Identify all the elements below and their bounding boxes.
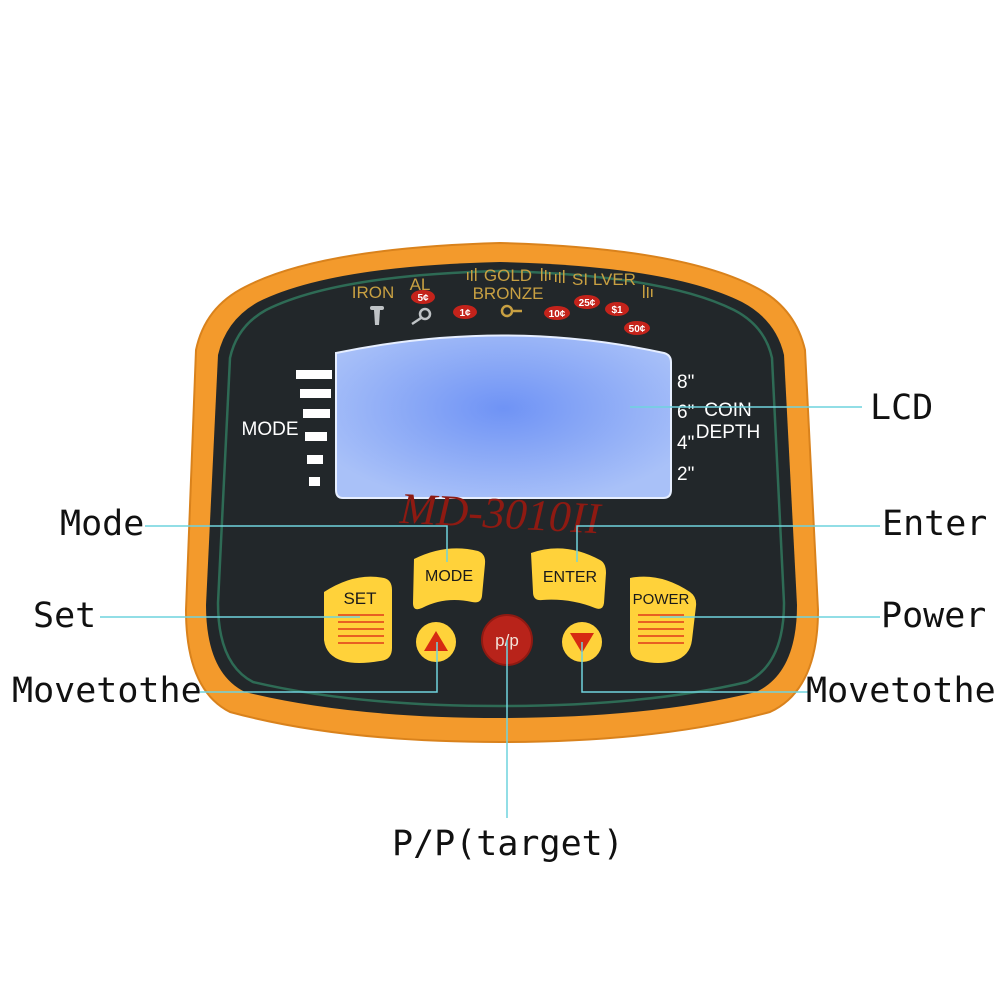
pull-tab-icon (411, 307, 432, 326)
power-callout: Power (881, 596, 987, 636)
depth-4-inch: 4" (677, 433, 694, 454)
signal-bars-decoration (467, 268, 653, 298)
mode-leader (145, 525, 448, 562)
up-leader (200, 642, 438, 693)
depth-8-inch: 8" (677, 372, 694, 393)
coin-10c: 10¢ (549, 309, 566, 320)
mode-callout: Mode (60, 504, 145, 544)
set-button[interactable]: SET (324, 576, 392, 663)
power-button[interactable]: POWER (630, 576, 697, 663)
coin-badge: 50¢ (624, 321, 650, 335)
enter-button[interactable]: ENTER (531, 548, 606, 609)
iron-label: IRON (352, 283, 395, 302)
model-name: MD-3010II (398, 484, 604, 544)
coin-1-dollar: $1 (611, 305, 623, 316)
leader-lines (100, 406, 880, 818)
depth-6-inch: 6" (677, 402, 694, 423)
face-trim (216, 269, 786, 708)
coin-1c: 1¢ (459, 308, 471, 319)
set-button-label: SET (343, 589, 376, 608)
enter-leader (576, 525, 880, 562)
bronze-label: BRONZE (473, 284, 544, 303)
up-arrow-button[interactable] (416, 622, 456, 662)
down-leader (581, 642, 808, 693)
coin-badge: 5¢ (411, 290, 435, 304)
down-callout: Movetothe (806, 671, 996, 711)
mode-button-label: MODE (425, 568, 473, 585)
nail-icon (370, 306, 384, 325)
mode-button[interactable]: MODE (413, 548, 486, 610)
coin-25c: 25¢ (579, 298, 596, 309)
power-button-grip-lines (638, 614, 684, 644)
coin-badge: 1¢ (453, 305, 477, 319)
mode-level-bars (296, 370, 332, 486)
ring-icon (500, 304, 522, 318)
up-callout: Movetothe (12, 671, 202, 711)
coin-5c: 5¢ (417, 293, 429, 304)
set-button-grip-lines (338, 614, 384, 644)
lcd-callout: LCD (870, 388, 934, 428)
coin-badge: 25¢ (574, 295, 600, 309)
lcd-screen (335, 334, 672, 499)
coin-label: COIN (704, 400, 752, 421)
depth-label: DEPTH (696, 422, 760, 443)
gold-label: GOLD (484, 266, 532, 285)
coin-50c: 50¢ (629, 324, 646, 335)
power-button-label: POWER (633, 591, 690, 608)
depth-2-inch: 2" (677, 464, 694, 485)
al-label: AL (410, 275, 431, 294)
coin-badge: 10¢ (544, 306, 570, 320)
enter-button-label: ENTER (543, 569, 597, 586)
set-callout: Set (33, 596, 97, 636)
mode-indicator-label: MODE (242, 419, 299, 440)
up-arrow-icon (424, 631, 448, 651)
enter-callout: Enter (882, 504, 988, 544)
coin-badge: $1 (605, 302, 629, 316)
silver-label: SI LVER (572, 270, 636, 289)
pinpoint-callout: P/P(target) (392, 824, 624, 864)
